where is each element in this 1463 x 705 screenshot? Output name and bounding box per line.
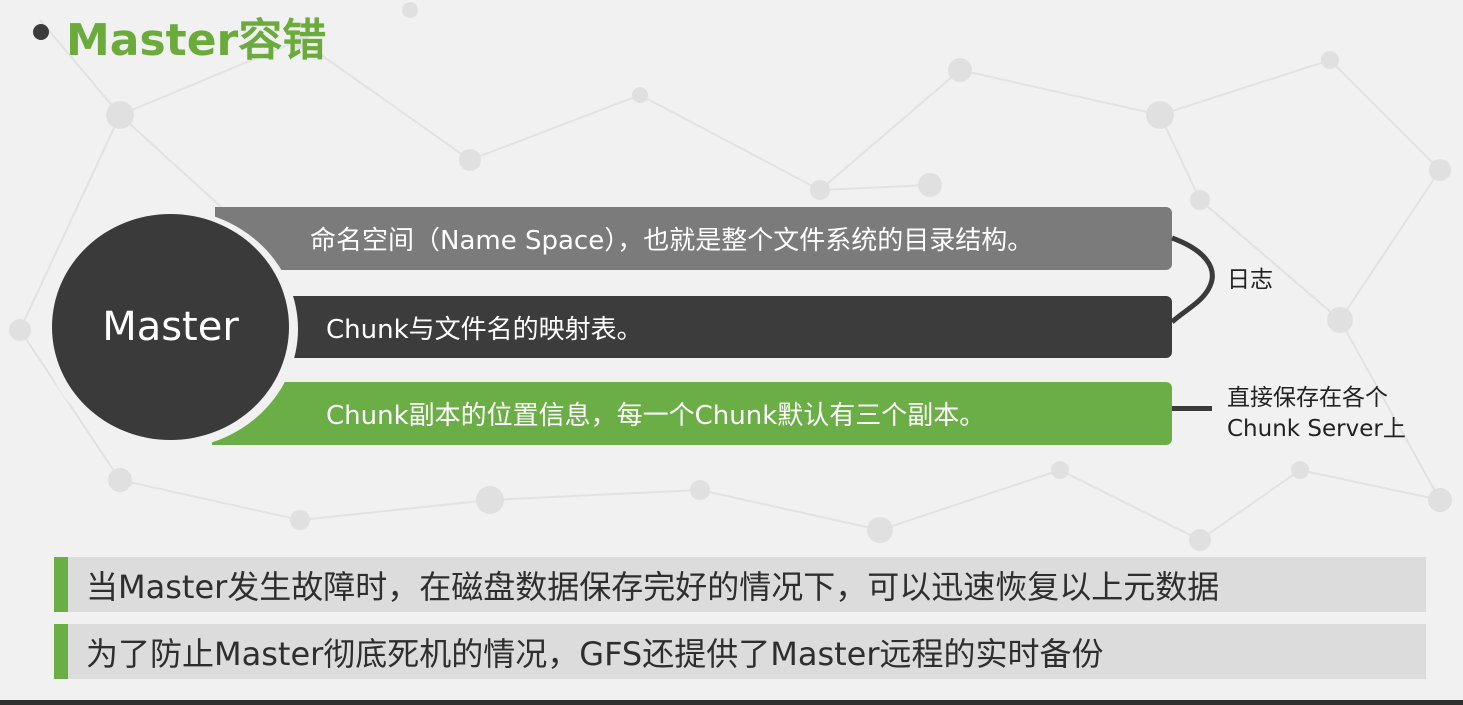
master-label: Master <box>102 304 239 350</box>
bar-chunk-mapping-text: Chunk与文件名的映射表。 <box>326 314 643 345</box>
direct-storage-label-line1: 直接保存在各个 <box>1227 385 1388 411</box>
bar-replica-location: Chunk副本的位置信息，每一个Chunk默认有三个副本。 <box>212 382 1172 445</box>
replica-connector <box>1172 406 1212 411</box>
master-circle: Master <box>52 214 289 440</box>
title-bullet <box>33 24 49 40</box>
bar-chunk-mapping: Chunk与文件名的映射表。 <box>212 296 1172 358</box>
note-remote-backup: 为了防止Master彻底死机的情况，GFS还提供了Master远程的实时备份 <box>54 624 1426 679</box>
note-recovery: 当Master发生故障时，在磁盘数据保存完好的情况下，可以迅速恢复以上元数据 <box>54 557 1426 612</box>
direct-storage-label-line2: Chunk Server上 <box>1227 416 1406 442</box>
bar-namespace-text: 命名空间（Name Space），也就是整个文件系统的目录结构。 <box>310 226 1034 256</box>
bar-replica-location-text: Chunk副本的位置信息，每一个Chunk默认有三个副本。 <box>326 401 986 431</box>
note-recovery-text: 当Master发生故障时，在磁盘数据保存完好的情况下，可以迅速恢复以上元数据 <box>86 567 1220 606</box>
log-label: 日志 <box>1227 267 1273 293</box>
note-remote-backup-text: 为了防止Master彻底死机的情况，GFS还提供了Master远程的实时备份 <box>86 634 1104 673</box>
slide-title: Master容错 <box>66 15 327 66</box>
bar-namespace: 命名空间（Name Space），也就是整个文件系统的目录结构。 <box>215 207 1172 270</box>
bottom-border <box>0 700 1463 705</box>
